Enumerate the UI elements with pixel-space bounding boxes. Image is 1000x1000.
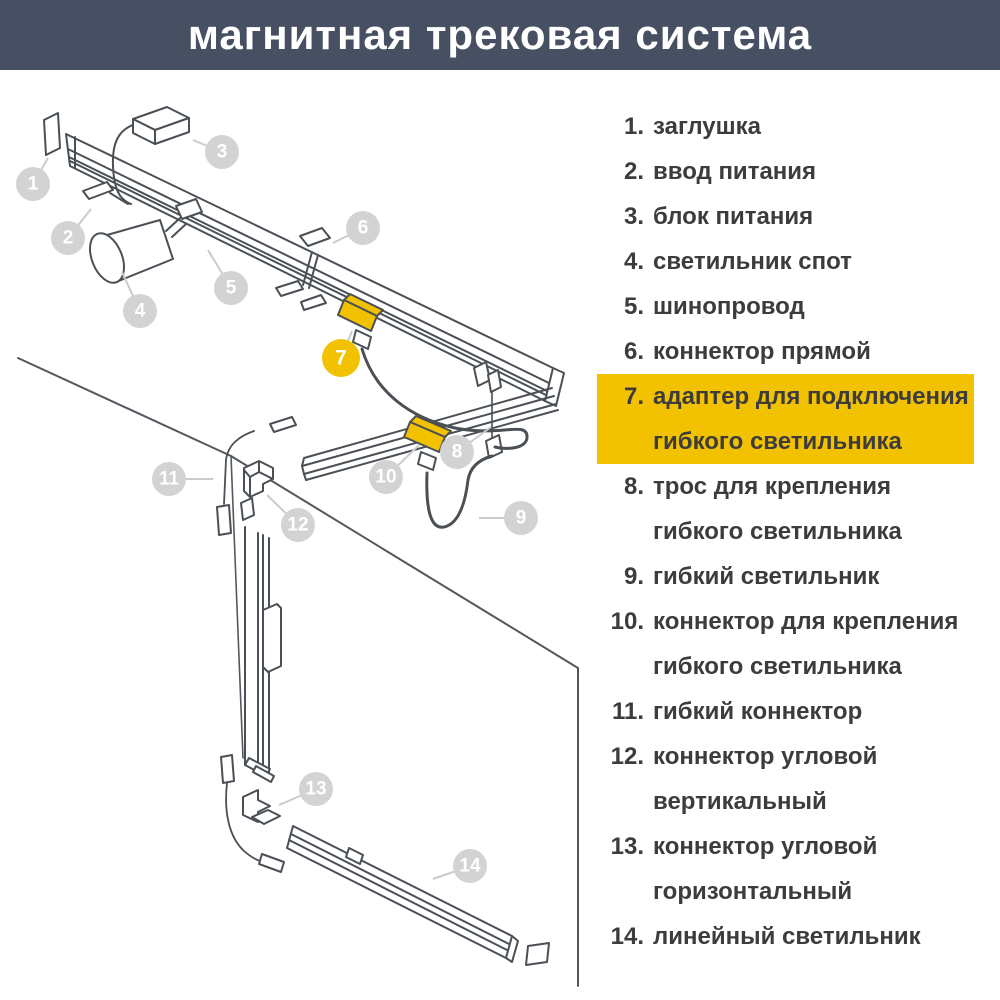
legend-item-number: 4. bbox=[623, 248, 644, 275]
callout-circle-5 bbox=[214, 271, 248, 305]
callout-number-3: 3 bbox=[217, 142, 228, 163]
wall-track bbox=[244, 526, 282, 783]
callout-circle-12 bbox=[281, 508, 315, 542]
page-title: магнитная трековая система bbox=[187, 11, 813, 58]
legend-item-5: 5. шинопровод bbox=[597, 284, 974, 329]
callout-circle-13 bbox=[299, 772, 333, 806]
callout-number-8: 8 bbox=[452, 442, 463, 463]
legend-item-number: 14. bbox=[610, 923, 644, 950]
legend-item-number: 8. bbox=[623, 473, 644, 500]
legend-item-text: ввод питания bbox=[653, 158, 817, 185]
callout-number-13: 13 bbox=[305, 779, 326, 800]
legend-item-number: 13. bbox=[610, 833, 644, 860]
legend-item-2: 2. ввод питания bbox=[597, 149, 974, 194]
legend-item-6: 6. коннектор прямой bbox=[597, 329, 974, 374]
corner-connector-vertical-part bbox=[240, 460, 274, 521]
legend-item-number: 7. bbox=[623, 383, 644, 410]
mount-connector-part bbox=[403, 415, 452, 471]
legend-item-text: заглушка bbox=[653, 113, 761, 140]
suspension-cable-part bbox=[473, 361, 503, 459]
legend-item-number: 2. bbox=[623, 158, 644, 185]
callout-circle-8 bbox=[440, 435, 474, 469]
legend-item-number: 3. bbox=[623, 203, 644, 230]
flexible-luminaire-part bbox=[360, 347, 529, 529]
power-feed-part bbox=[82, 181, 129, 205]
legend-item-1: 1. заглушка bbox=[597, 104, 974, 149]
straight-connector-part bbox=[275, 227, 331, 311]
legend-item-3: 3. блок питания bbox=[597, 194, 974, 239]
legend-item-text: гибкий коннектор bbox=[653, 698, 863, 725]
callout-circle-11 bbox=[152, 462, 186, 496]
adapter-part bbox=[337, 293, 384, 350]
legend-item-4: 4. светильник спот bbox=[597, 239, 974, 284]
callout-circle-1 bbox=[16, 167, 50, 201]
legend-item-text: светильник спот bbox=[653, 248, 852, 275]
callout-circle-3 bbox=[205, 135, 239, 169]
callout-circle-10 bbox=[369, 460, 403, 494]
legend-item-text: коннектор прямой bbox=[653, 338, 871, 365]
legend-list: 1. заглушка 2. ввод питания 3. блок питания 4.… bbox=[597, 104, 974, 959]
legend-item-number: 9. bbox=[623, 563, 644, 590]
legend-item-9: 9. гибкий светильник bbox=[597, 554, 974, 599]
spot-light-part bbox=[89, 198, 203, 284]
legend-item-text: гибкий светильник bbox=[653, 563, 880, 590]
legend-item-number: 6. bbox=[623, 338, 644, 365]
legend-item-number: 11. bbox=[611, 698, 644, 725]
callout-circle-7 bbox=[322, 339, 360, 377]
corner-connector-horizontal-part bbox=[220, 754, 285, 873]
callout-number-2: 2 bbox=[63, 228, 74, 249]
callout-number-9: 9 bbox=[516, 508, 527, 529]
legend-item-text: блок питания bbox=[653, 203, 814, 230]
callout-number-10: 10 bbox=[375, 467, 396, 488]
callout-number-14: 14 bbox=[459, 856, 481, 877]
callout-number-11: 11 bbox=[159, 469, 180, 490]
callout-number-7: 7 bbox=[335, 347, 347, 370]
legend-item-number: 12. bbox=[610, 743, 644, 770]
legend-item-number: 5. bbox=[623, 293, 644, 320]
room-edges bbox=[17, 357, 579, 987]
legend-item-text: линейный светильник bbox=[653, 923, 921, 950]
callout-number-1: 1 bbox=[28, 174, 39, 195]
legend-item-number: 10. bbox=[610, 608, 644, 635]
callout-number-12: 12 bbox=[287, 515, 308, 536]
flexible-connector-part bbox=[216, 416, 297, 536]
callout-number-4: 4 bbox=[135, 301, 146, 322]
callout-circle-14 bbox=[453, 849, 487, 883]
callout-circle-4 bbox=[123, 294, 157, 328]
legend-item-number: 1. bbox=[623, 113, 644, 140]
ceiling-track bbox=[65, 133, 565, 407]
callout-number-5: 5 bbox=[226, 278, 237, 299]
callout-circle-9 bbox=[504, 501, 538, 535]
callout-circle-6 bbox=[346, 211, 380, 245]
legend-item-11: 11. гибкий коннектор bbox=[597, 689, 974, 734]
callout-circle-2 bbox=[51, 221, 85, 255]
header: магнитная трековая система bbox=[0, 0, 1000, 70]
linear-luminaire-part bbox=[286, 825, 550, 966]
legend-item-text: шинопровод bbox=[653, 293, 805, 320]
power-supply-part bbox=[111, 106, 190, 205]
end-cap-part bbox=[43, 112, 61, 156]
legend-item-14: 14. линейный светильник bbox=[597, 914, 974, 959]
callout-number-6: 6 bbox=[358, 218, 369, 239]
